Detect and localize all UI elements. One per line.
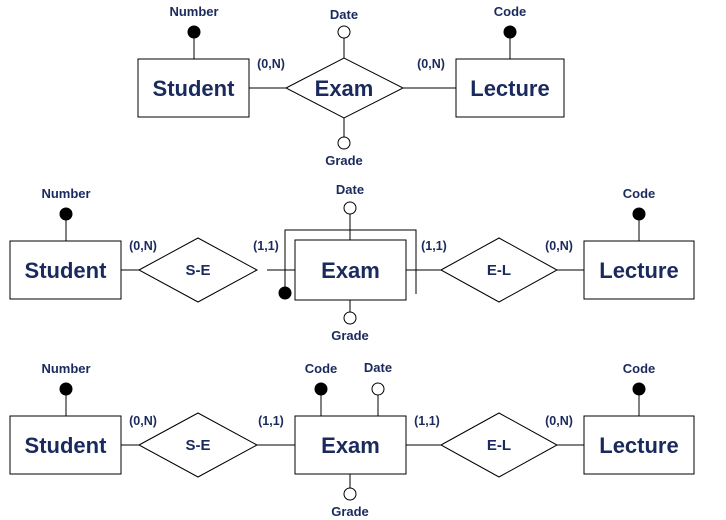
attribute-date-icon[interactable]: [371, 382, 385, 396]
cardinality-exam-se: (1,1): [253, 239, 279, 253]
entity-student[interactable]: [9, 415, 122, 475]
attribute-code-label: Code: [623, 186, 656, 201]
attribute-number-label: Number: [41, 186, 90, 201]
attribute-number-label: Number: [169, 4, 218, 19]
attribute-date-label: Date: [330, 7, 358, 22]
attribute-date-label: Date: [364, 360, 392, 375]
attribute-code-key-icon[interactable]: [632, 207, 646, 221]
cardinality-lecture-el: (0,N): [545, 414, 573, 428]
entity-lecture[interactable]: [583, 415, 695, 475]
relationship-el-label: E-L: [487, 437, 511, 454]
relationship-el[interactable]: [439, 237, 559, 303]
attribute-exam-code-label: Code: [305, 361, 338, 376]
cardinality-exam-se: (1,1): [258, 414, 284, 428]
attribute-number-label: Number: [41, 361, 90, 376]
relationship-se-label: S-E: [185, 437, 210, 454]
attribute-grade-label: Grade: [331, 504, 369, 519]
cardinality-exam-el: (1,1): [421, 239, 447, 253]
entity-lecture[interactable]: [583, 240, 695, 300]
attribute-grade-label: Grade: [325, 153, 363, 168]
cardinality-lecture-exam: (0,N): [417, 57, 445, 71]
entity-exam-label: Exam: [321, 433, 380, 458]
entity-exam[interactable]: [294, 415, 407, 475]
attribute-code-key-icon[interactable]: [503, 25, 517, 39]
identifier-key-icon[interactable]: [278, 286, 292, 300]
entity-lecture[interactable]: [455, 58, 565, 118]
entity-lecture-label: Lecture: [599, 433, 678, 458]
attribute-lecture-code-label: Code: [623, 361, 656, 376]
relationship-se[interactable]: [137, 237, 259, 303]
cardinality-student-se: (0,N): [129, 239, 157, 253]
diagram-3: Student Exam Lecture S-E E-L Number Code…: [9, 360, 695, 519]
entity-exam-label: Exam: [321, 258, 380, 283]
entity-lecture-label: Lecture: [599, 258, 678, 283]
entity-student-label: Student: [25, 433, 108, 458]
attribute-grade-label: Grade: [331, 328, 369, 343]
cardinality-student-exam: (0,N): [257, 57, 285, 71]
attribute-number-key-icon[interactable]: [59, 382, 73, 396]
attribute-number-key-icon[interactable]: [187, 25, 201, 39]
attribute-lecture-code-key-icon[interactable]: [632, 382, 646, 396]
relationship-el[interactable]: [439, 412, 559, 478]
diagram-1: Student Lecture Exam Number Date Grade C…: [137, 4, 565, 168]
attribute-code-label: Code: [494, 4, 527, 19]
relationship-exam-label: Exam: [315, 76, 374, 101]
attribute-date-icon[interactable]: [343, 201, 357, 215]
cardinality-exam-el: (1,1): [414, 414, 440, 428]
attribute-grade-icon[interactable]: [343, 311, 357, 325]
cardinality-student-se: (0,N): [129, 414, 157, 428]
relationship-se[interactable]: [137, 412, 259, 478]
attribute-number-key-icon[interactable]: [59, 207, 73, 221]
entity-student-label: Student: [153, 76, 236, 101]
identifier-bracket: [284, 229, 417, 294]
entity-student[interactable]: [137, 58, 250, 118]
entity-exam[interactable]: [294, 239, 407, 301]
relationship-exam[interactable]: [284, 57, 405, 119]
attribute-exam-code-key-icon[interactable]: [314, 382, 328, 396]
entity-student[interactable]: [9, 240, 122, 300]
relationship-se-label: S-E: [185, 262, 210, 279]
attribute-grade-icon[interactable]: [343, 487, 357, 501]
attribute-grade-icon[interactable]: [337, 136, 351, 150]
attribute-date-icon[interactable]: [337, 25, 351, 39]
attribute-date-label: Date: [336, 182, 364, 197]
diagram-2: Student Exam Lecture S-E E-L Number Date…: [9, 182, 695, 343]
entity-lecture-label: Lecture: [470, 76, 549, 101]
entity-student-label: Student: [25, 258, 108, 283]
relationship-el-label: E-L: [487, 262, 511, 279]
cardinality-lecture-el: (0,N): [545, 239, 573, 253]
